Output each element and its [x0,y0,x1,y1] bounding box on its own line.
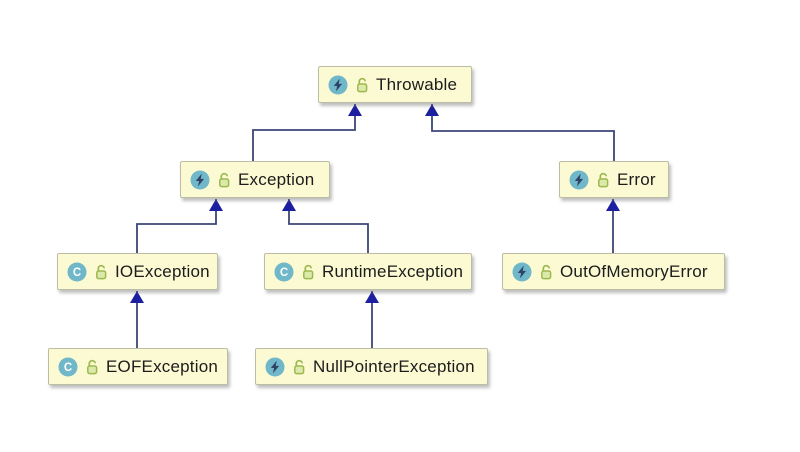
inheritance-edge-runtimeexception-to-exception [282,199,369,253]
inheritance-edge-exception-to-throwable [252,104,362,161]
open-lock-icon [355,77,369,93]
open-lock-icon [539,264,553,280]
svg-text:C: C [64,362,72,374]
class-c-icon: C [67,262,87,282]
class-c-icon: C [58,357,78,377]
class-c-icon: C [274,262,294,282]
class-name-label: EOFException [106,356,219,376]
open-lock-icon [596,172,610,188]
class-name-label: Error [617,169,656,189]
throwable-lightning-icon [512,262,532,282]
class-node-runtime-exception[interactable]: C RuntimeException [264,253,472,290]
svg-text:C: C [280,267,288,279]
class-node-exception[interactable]: Exception [180,161,330,198]
throwable-lightning-icon [569,170,589,190]
class-name-label: RuntimeException [322,261,464,281]
class-name-label: Exception [238,169,315,189]
throwable-lightning-icon [328,75,348,95]
open-lock-icon [217,172,231,188]
class-node-error[interactable]: Error [559,161,669,198]
class-name-label: Throwable [376,74,458,94]
class-node-throwable[interactable]: Throwable [318,66,472,103]
open-lock-icon [301,264,315,280]
throwable-lightning-icon [265,357,285,377]
open-lock-icon [85,359,99,375]
class-node-null-pointer-exception[interactable]: NullPointerException [255,348,488,385]
class-node-ioexception[interactable]: C IOException [57,253,218,290]
inheritance-edge-ioexception-to-exception [136,199,223,253]
class-node-out-of-memory-error[interactable]: OutOfMemoryError [502,253,725,290]
class-node-eofexception[interactable]: C EOFException [48,348,228,385]
svg-text:C: C [73,267,81,279]
inheritance-edge-error-to-throwable [425,104,615,161]
open-lock-icon [94,264,108,280]
class-name-label: OutOfMemoryError [560,261,708,281]
open-lock-icon [292,359,306,375]
class-name-label: IOException [115,261,210,281]
class-name-label: NullPointerException [313,356,475,376]
throwable-lightning-icon [190,170,210,190]
